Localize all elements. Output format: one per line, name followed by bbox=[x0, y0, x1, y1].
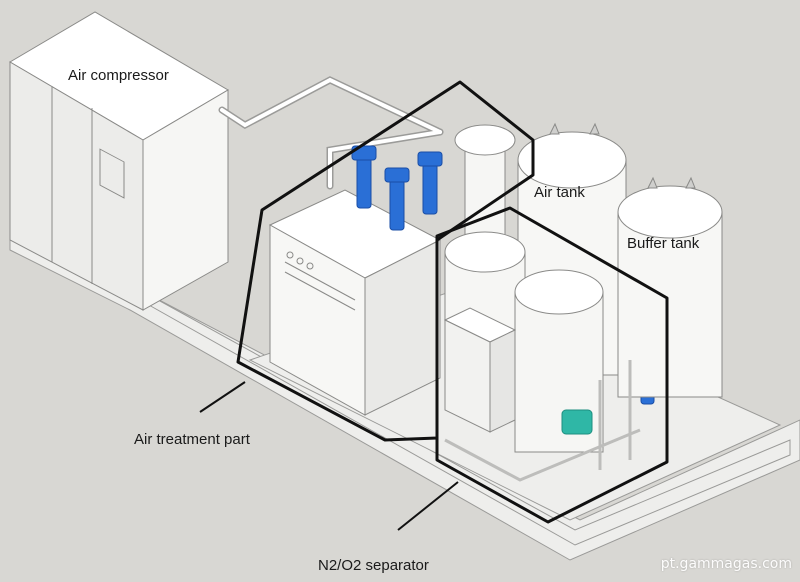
label-separator: N2/O2 separator bbox=[318, 557, 429, 574]
air-dryer-box bbox=[268, 189, 442, 416]
label-air-compressor: Air compressor bbox=[68, 67, 169, 84]
separator-frame bbox=[444, 360, 641, 482]
separator-outline bbox=[435, 206, 669, 524]
control-panel bbox=[443, 307, 517, 433]
label-buffer-tank: Buffer tank bbox=[627, 235, 700, 252]
label-air-treatment-part: Air treatment part bbox=[134, 431, 250, 448]
blue-filters bbox=[351, 145, 659, 405]
watermark: pt.gammagas.com bbox=[660, 556, 792, 572]
label-air-tank: Air tank bbox=[534, 184, 585, 201]
air-compressor-cabinet bbox=[9, 11, 229, 311]
buffer-tank bbox=[617, 176, 723, 398]
small-vessel bbox=[454, 124, 516, 246]
pump bbox=[561, 409, 593, 435]
leader-lines bbox=[199, 381, 459, 531]
